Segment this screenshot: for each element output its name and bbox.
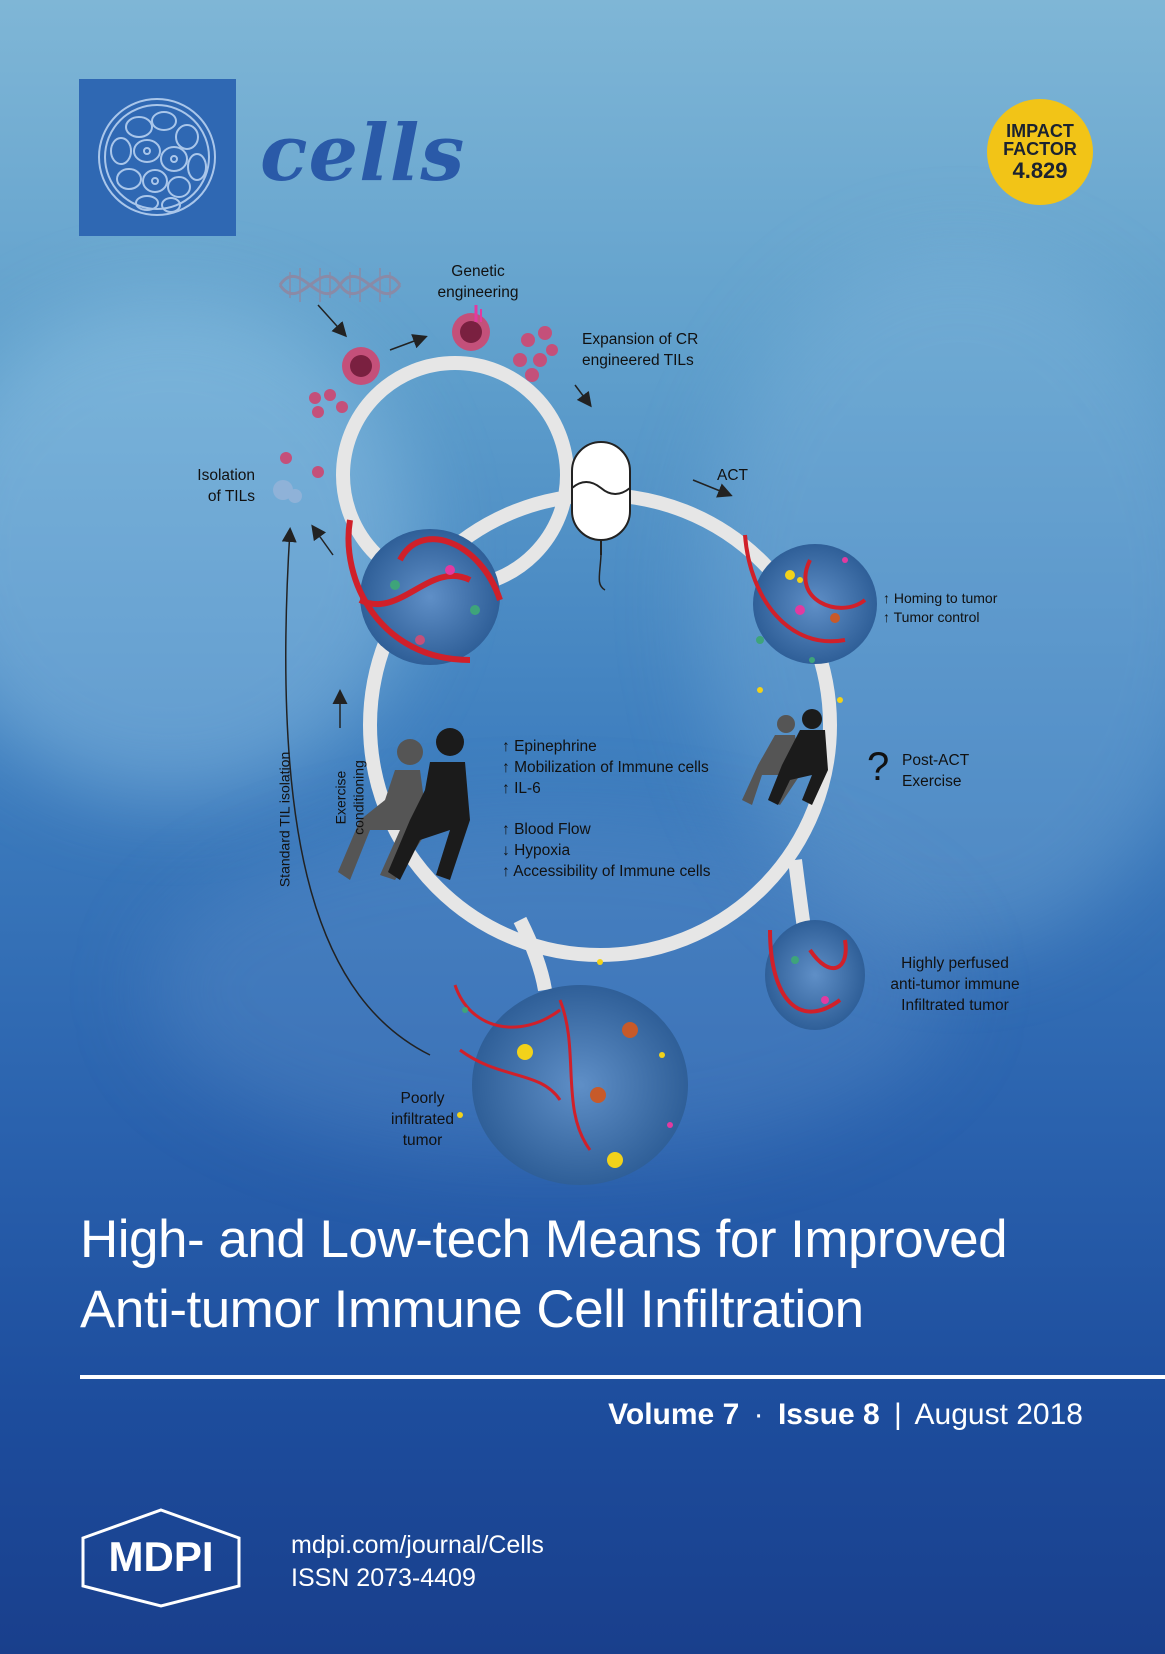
infusion-bag-icon	[571, 441, 631, 591]
effect-text: Epinephrine	[514, 738, 597, 755]
label-line: Exercise	[902, 772, 962, 790]
cell-cluster-icon	[98, 98, 216, 216]
effects-group-1: ↑ Epinephrine ↑ Mobilization of Immune c…	[502, 737, 709, 800]
publisher-logo: MDPI	[79, 1508, 244, 1612]
label-expansion: Expansion of CR engineered TILs	[582, 330, 698, 372]
effect-item: ↑ IL-6	[502, 779, 541, 797]
effect-text: Blood Flow	[514, 821, 591, 838]
article-title: High- and Low-tech Means for Improved An…	[80, 1205, 1120, 1345]
label-line: Exercise	[332, 770, 349, 825]
label-line: Infiltrated tumor	[901, 996, 1009, 1014]
arrow-act	[692, 479, 733, 498]
tumor-control-text: Tumor control	[893, 608, 980, 625]
tumor-highly-perfused	[765, 920, 865, 1030]
loop-stem-left	[513, 916, 552, 992]
label-line: Post-ACT	[902, 752, 970, 769]
volume: Volume 7	[608, 1398, 740, 1431]
publisher-name: MDPI	[109, 1533, 214, 1580]
arrow-to-engineered	[389, 334, 428, 351]
effects-group-2: ↑ Blood Flow ↓ Hypoxia ↑ Accessibility o…	[502, 820, 710, 883]
effect-text: Mobilization of Immune cells	[514, 758, 709, 776]
scattered-cell-dots	[457, 557, 848, 1128]
label-line: engineered TILs	[582, 351, 694, 369]
divider	[80, 1375, 1165, 1379]
label-line: of TILs	[207, 487, 255, 505]
arrow-expansion	[574, 384, 592, 408]
impact-factor-value: 4.829	[1012, 158, 1068, 184]
journal-logo	[79, 79, 236, 236]
journal-name: cells	[260, 108, 466, 199]
factor-label: FACTOR	[1003, 139, 1077, 160]
label-isolation: Isolation of TILs	[195, 466, 255, 508]
label-line: conditioning	[350, 760, 366, 835]
label-line: Expansion of CR	[582, 331, 699, 348]
title-line: Anti-tumor Immune Cell Infiltration	[80, 1280, 864, 1339]
label-line: ↑ Homing to tumor	[883, 590, 998, 606]
effect-text: Accessibility of Immune cells	[513, 862, 711, 880]
bar-separator: |	[894, 1398, 902, 1431]
label-line: Poorly	[400, 1090, 445, 1107]
runners-icon	[338, 728, 470, 880]
label-homing: ↑ Homing to tumor ↑ Tumor control	[883, 589, 997, 627]
homing-text: Homing to tumor	[893, 590, 998, 606]
label-line: engineering	[437, 283, 519, 301]
journal-url[interactable]: mdpi.com/journal/Cells	[291, 1531, 544, 1559]
label-line: tumor	[402, 1131, 443, 1149]
title-line: High- and Low-tech Means for Improved	[80, 1210, 1008, 1269]
label-line: Highly perfused	[901, 955, 1009, 972]
label-exercise-conditioning: Exercise conditioning	[333, 738, 368, 858]
effect-item: ↓ Hypoxia	[502, 841, 571, 859]
issue-info: Volume 7 · Issue 8 | August 2018	[608, 1398, 1083, 1432]
effect-text: IL-6	[514, 779, 541, 797]
label-line: Genetic	[451, 263, 505, 280]
tumor-act	[743, 534, 877, 664]
label-poorly-infiltrated: Poorly infiltrated tumor	[370, 1089, 475, 1152]
label-line: anti-tumor immune	[890, 975, 1020, 993]
impact-factor-badge: IMPACT FACTOR 4.829	[987, 99, 1093, 205]
mdpi-hexagon-icon: MDPI	[81, 1508, 241, 1608]
arrow-standard-til	[281, 527, 431, 1056]
runners-small-icon	[742, 709, 828, 805]
publisher-info: mdpi.com/journal/Cells ISSN 2073-4409	[291, 1529, 544, 1595]
label-highly-perfused: Highly perfused anti-tumor immune Infilt…	[870, 954, 1040, 1017]
effect-text: Hypoxia	[514, 841, 571, 859]
effect-item: ↑ Blood Flow	[502, 821, 591, 838]
til-cells	[273, 305, 558, 503]
impact-label: IMPACT	[1006, 120, 1074, 141]
label-act: ACT	[717, 467, 748, 484]
arrow-isolation	[311, 524, 334, 556]
effect-item: ↑ Mobilization of Immune cells	[502, 758, 709, 776]
tumor-poorly-infiltrated	[453, 984, 688, 1185]
effect-item: ↑ Epinephrine	[502, 738, 597, 755]
label-line: ↑ Tumor control	[883, 608, 980, 625]
tumor-isolation	[345, 519, 503, 665]
til-cycle-diagram	[273, 268, 877, 1185]
issn: ISSN 2073-4409	[291, 1564, 476, 1592]
dot-separator: ·	[753, 1398, 764, 1431]
label-line: Isolation	[197, 467, 255, 484]
label-standard-til: Standard TIL isolation	[276, 751, 293, 888]
issue-number: Issue 8	[777, 1398, 880, 1431]
label-post-act: Post-ACT Exercise	[902, 751, 969, 793]
label-line: infiltrated	[391, 1110, 454, 1128]
question-mark: ?	[867, 745, 890, 789]
effect-item: ↑ Accessibility of Immune cells	[502, 862, 711, 880]
dna-helix-icon	[278, 268, 402, 302]
label-genetic-engineering: Genetic engineering	[418, 262, 538, 304]
arrow-dna-to-cell	[317, 304, 348, 338]
issue-date: August 2018	[914, 1398, 1083, 1431]
